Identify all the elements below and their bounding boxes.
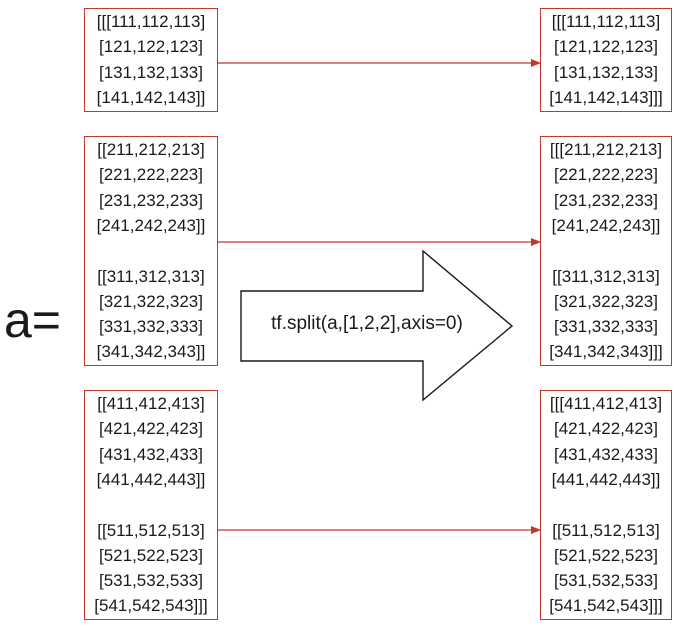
matrix-row-text: [531,532,533]: [99, 571, 203, 591]
matrix-row-text: [141,142,143]]]: [549, 87, 663, 107]
matrix-row-text: [221,222,223]: [554, 165, 658, 185]
input-slice-box-1: [[[111,112,113] [121,122,123] [131,132,133…: [84, 8, 218, 112]
matrix-row-text: [121,122,123]: [99, 37, 203, 57]
split-block-arrow: [240, 249, 514, 402]
matrix-row-text: [221,222,223]: [99, 165, 203, 185]
matrix-row-text: [331,332,333]: [99, 317, 203, 337]
matrix-row-text: [[[211,212,213]: [549, 140, 663, 159]
matrix-row-text: [121,122,123]: [554, 37, 658, 57]
matrix-row-text: [341,342,343]]]: [549, 342, 663, 362]
input-slice-box-2: [[211,212,213] [221,222,223] [231,232,233]…: [84, 136, 218, 366]
matrix-row-text: [[411,412,413]: [97, 394, 205, 413]
matrix-row-text: [231,232,233]: [554, 190, 658, 210]
matrix-row-text: [[511,512,513]: [552, 520, 660, 540]
output-split-box-1: [[[111,112,113] [121,122,123] [131,132,133…: [540, 8, 672, 112]
matrix-row-text: [521,522,523]: [99, 545, 203, 565]
matrix-row-text: [141,142,143]]: [96, 87, 206, 107]
matrix-row-text: [131,132,133]: [99, 62, 203, 82]
matrix-row-text: [[[111,112,113]: [96, 12, 206, 31]
matrix-row-text: [441,442,443]]: [551, 469, 661, 489]
input-slice-box-3: [[411,412,413] [421,422,423] [431,432,433]…: [84, 390, 218, 620]
matrix-row-text: [[[411,412,413]: [549, 394, 663, 413]
matrix-row-text: [541,542,543]]]: [549, 596, 663, 616]
matrix-row-text: [[311,312,313]: [552, 266, 660, 286]
matrix-row-text: [131,132,133]: [554, 62, 658, 82]
matrix-row-text: [241,242,243]]: [551, 215, 661, 235]
matrix-row-text: [421,422,423]: [99, 419, 203, 439]
matrix-row-text: [[311,312,313]: [97, 266, 205, 286]
matrix-row-text: [231,232,233]: [99, 190, 203, 210]
matrix-row-text: [341,342,343]]: [96, 342, 206, 362]
matrix-row-text: [321,322,323]: [554, 291, 658, 311]
tensor-a-label: a=: [4, 292, 62, 348]
matrix-row-text: [441,442,443]]: [96, 469, 206, 489]
matrix-row-text: [[[111,112,113]: [551, 12, 661, 31]
matrix-row-text: [431,432,433]: [554, 444, 658, 464]
output-split-box-3: [[[411,412,413] [421,422,423] [431,432,433…: [540, 390, 672, 620]
split-operation-label: tf.split(a,[1,2,2],axis=0): [271, 313, 463, 334]
output-split-box-2: [[[211,212,213] [221,222,223] [231,232,233…: [540, 136, 672, 366]
matrix-row-text: [421,422,423]: [554, 419, 658, 439]
matrix-row-text: [241,242,243]]: [96, 215, 206, 235]
matrix-row-text: [[211,212,213]: [97, 140, 205, 159]
matrix-row-text: [541,542,543]]]: [94, 596, 208, 616]
matrix-row-text: [321,322,323]: [99, 291, 203, 311]
matrix-row-text: [531,532,533]: [554, 571, 658, 591]
matrix-row-text: [521,522,523]: [554, 545, 658, 565]
matrix-row-text: [[511,512,513]: [97, 520, 205, 540]
matrix-row-text: [431,432,433]: [99, 444, 203, 464]
matrix-row-text: [331,332,333]: [554, 317, 658, 337]
